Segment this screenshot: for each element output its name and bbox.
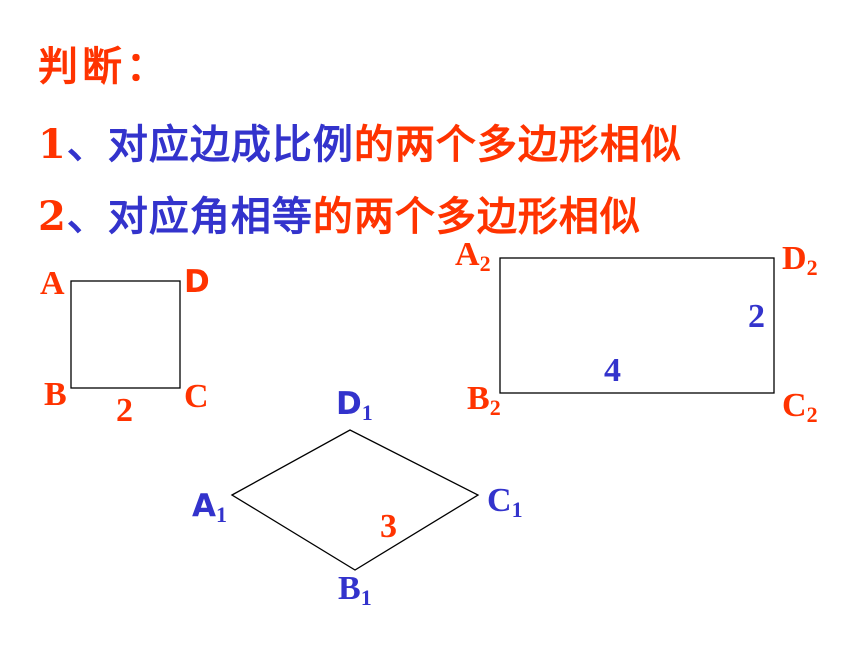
rhombus-vertex-b: B1 xyxy=(338,570,372,611)
statement-2-sep: 、 xyxy=(66,194,108,240)
rectangle-vertex-d: D2 xyxy=(782,240,818,281)
rectangle-vertex-b: B2 xyxy=(467,380,501,421)
rhombus-vertex-c-sub: 1 xyxy=(511,497,523,522)
statement-1-condition: 对应边成比例 xyxy=(107,122,354,168)
rhombus-vertex-a-letter: A xyxy=(192,488,216,524)
rectangle-shape xyxy=(499,257,775,394)
statement-1: 1、对应边成比例的两个多边形相似 xyxy=(38,112,682,170)
rectangle-vertex-d-letter: D xyxy=(782,240,807,277)
rhombus-vertex-d-letter: D xyxy=(336,386,362,422)
statement-2-number: 2 xyxy=(38,193,67,240)
rhombus-vertex-d: D1 xyxy=(336,386,373,426)
rectangle-width: 2 xyxy=(748,298,765,335)
square-side-length: 2 xyxy=(116,392,133,429)
statement-2-condition: 对应角相等 xyxy=(107,194,313,240)
rhombus-vertex-b-letter: B xyxy=(338,570,361,607)
rhombus-vertex-c-letter: C xyxy=(487,482,512,519)
rhombus-vertex-a: A1 xyxy=(192,488,227,528)
rhombus-side-length: 3 xyxy=(380,508,397,545)
rectangle-vertex-a-sub: 2 xyxy=(479,251,491,276)
statement-2: 2、对应角相等的两个多边形相似 xyxy=(38,184,641,242)
statement-1-sep: 、 xyxy=(66,122,108,168)
square-shape xyxy=(70,280,181,389)
rectangle-vertex-c: C2 xyxy=(782,387,818,428)
rectangle-vertex-b-sub: 2 xyxy=(489,395,501,420)
rectangle-vertex-d-sub: 2 xyxy=(806,255,818,280)
rhombus-vertex-a-sub: 1 xyxy=(216,502,227,527)
rhombus-vertex-b-sub: 1 xyxy=(360,585,372,610)
statement-1-number: 1 xyxy=(38,121,67,168)
rhombus-vertex-d-sub: 1 xyxy=(361,400,373,425)
rectangle-vertex-a: A2 xyxy=(455,236,491,277)
heading: 判断： xyxy=(38,44,170,90)
statement-1-conclusion: 的两个多边形相似 xyxy=(353,122,682,168)
rectangle-vertex-b-letter: B xyxy=(467,380,490,417)
rectangle-length: 4 xyxy=(604,352,621,389)
square-vertex-b: B xyxy=(44,376,67,413)
rectangle-vertex-c-letter: C xyxy=(782,387,807,424)
statement-2-conclusion: 的两个多边形相似 xyxy=(312,194,641,240)
rhombus-shape xyxy=(230,429,480,571)
rectangle-vertex-a-letter: A xyxy=(455,236,480,273)
rectangle-vertex-c-sub: 2 xyxy=(806,402,818,427)
square-vertex-a: A xyxy=(40,265,65,302)
rhombus-vertex-c: C1 xyxy=(487,482,523,523)
square-vertex-c: C xyxy=(184,378,209,415)
square-vertex-d: D xyxy=(184,264,210,300)
